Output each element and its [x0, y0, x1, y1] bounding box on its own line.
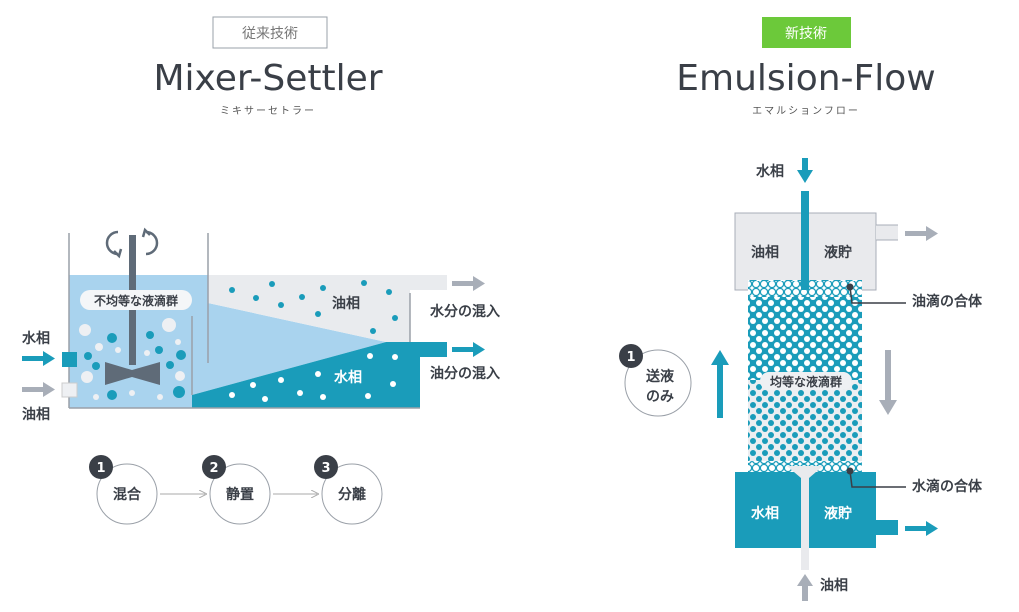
mixer-settler-subtitle: ミキサーセトラー — [220, 105, 316, 117]
svg-text:静置: 静置 — [226, 486, 254, 503]
inlet-water-label: 水相 — [22, 330, 50, 347]
oil-inlet-arrow-icon — [22, 382, 55, 397]
oil-contamination-label: 油分の混入 — [430, 365, 500, 382]
svg-text:1: 1 — [96, 461, 105, 476]
badge-new-technology: 新技術 — [762, 17, 851, 48]
downward-flow-arrow-icon — [879, 350, 897, 415]
svg-text:油滴の合体: 油滴の合体 — [912, 293, 983, 310]
water-coalesce-callout: 水滴の合体 — [846, 467, 983, 495]
emulsion-flow-title: Emulsion-Flow — [676, 58, 935, 99]
top-reservoir: 液貯 — [824, 244, 852, 261]
inlet-oil-label: 油相 — [22, 406, 50, 423]
water-outlet-arrow-icon — [452, 342, 485, 357]
svg-text:2: 2 — [209, 461, 218, 476]
oil-out-arrow-icon — [905, 226, 938, 241]
mixer-settler-tank: 不均等な液滴群 油相 水相 — [68, 227, 447, 409]
step-settle: 2 静置 — [202, 455, 271, 525]
svg-text:水滴の合体: 水滴の合体 — [912, 478, 983, 495]
uneven-droplets-label: 不均等な液滴群 — [80, 290, 192, 310]
water-in-label: 水相 — [756, 163, 784, 180]
water-out-arrow-icon — [905, 521, 938, 536]
oil-outlet-arrow-icon — [452, 276, 485, 291]
emulsion-flow-subtitle: エマルションフロー — [752, 106, 860, 117]
water-contamination-label: 水分の混入 — [430, 303, 500, 320]
uniform-droplets-label: 均等な液滴群 — [760, 372, 852, 390]
svg-text:のみ: のみ — [646, 389, 674, 405]
bottom-reservoir: 液貯 — [824, 505, 852, 522]
svg-text:3: 3 — [321, 461, 330, 476]
mixer-settler-title: Mixer-Settler — [153, 58, 382, 99]
badge-text: 新技術 — [785, 26, 827, 42]
step-separate: 3 分離 — [314, 455, 383, 525]
oil-inlet — [61, 382, 78, 398]
water-inlet-arrow-icon — [22, 351, 55, 366]
step-pump-only: 1 送液 のみ — [619, 344, 692, 417]
badge-conventional: 従来技術 — [212, 16, 328, 49]
upward-flow-arrow-icon — [711, 350, 729, 418]
svg-text:不均等な液滴群: 不均等な液滴群 — [94, 293, 178, 308]
svg-text:1: 1 — [626, 350, 635, 365]
top-oil-phase: 油相 — [751, 244, 779, 261]
svg-text:均等な液滴群: 均等な液滴群 — [770, 374, 842, 389]
settler-water-phase: 水相 — [334, 369, 362, 386]
water-inlet — [62, 352, 77, 367]
bottom-water-phase: 水相 — [751, 505, 779, 522]
svg-text:送液: 送液 — [645, 368, 675, 385]
oil-in-arrow-icon — [797, 574, 813, 601]
emulsion-flow-column: 均等な液滴群 油相 液貯 水相 液貯 — [734, 191, 898, 570]
water-in-arrow-icon — [797, 158, 813, 183]
oil-in-label: 油相 — [820, 577, 848, 594]
badge-text: 従来技術 — [242, 26, 298, 42]
settler-oil-phase: 油相 — [332, 295, 360, 312]
rotation-icon — [105, 227, 159, 259]
oil-coalesce-callout: 油滴の合体 — [846, 283, 983, 310]
svg-text:分離: 分離 — [338, 486, 366, 503]
step-mix: 1 混合 — [89, 455, 158, 525]
svg-text:混合: 混合 — [113, 486, 142, 503]
